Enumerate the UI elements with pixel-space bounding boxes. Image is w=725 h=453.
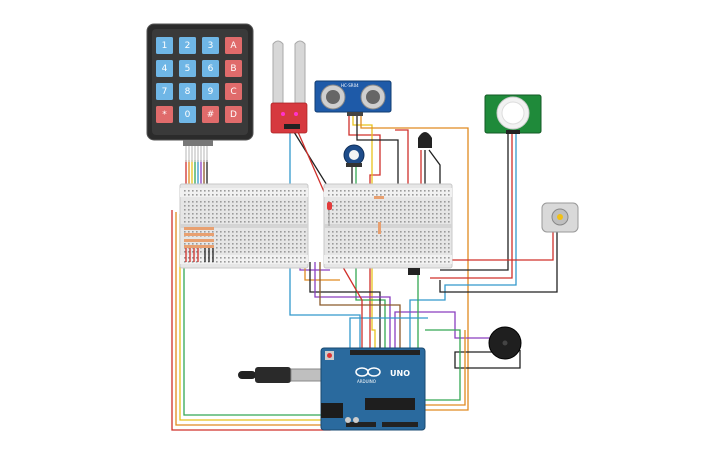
breadboard-right (323, 183, 453, 275)
keypad-key: 7 (156, 83, 173, 100)
soil-moisture-sensor (270, 40, 308, 134)
wire (314, 262, 391, 350)
keypad-key: B (225, 60, 242, 77)
arduino-logo (355, 367, 381, 377)
wire (439, 232, 558, 293)
keypad-key-label: 2 (185, 41, 191, 51)
keypad-key-label: C (230, 87, 236, 97)
wire (420, 329, 461, 401)
temperature-sensor (418, 132, 432, 148)
dc-motor (541, 202, 579, 233)
wire (339, 261, 363, 350)
keypad-key-label: D (230, 110, 237, 120)
keypad-key-label: 5 (185, 64, 191, 74)
wire (435, 232, 554, 261)
resistor (374, 196, 384, 199)
keypad: 1 2 3 A 4 5 6 B 7 8 9 C * 0 # D (146, 23, 254, 162)
keypad-key-label: 3 (208, 41, 214, 51)
keypad-key-label: 0 (185, 110, 191, 120)
arduino-model: UNO (390, 369, 410, 378)
keypad-key-label: # (207, 110, 215, 120)
wire (430, 133, 513, 279)
keypad-key-label: 6 (208, 64, 214, 74)
led (327, 202, 332, 226)
keypad-key: 9 (202, 83, 219, 100)
keypad-key: 4 (156, 60, 173, 77)
keypad-key-label: 4 (162, 64, 168, 74)
ultrasonic-sensor: HC-SR04 (314, 80, 392, 116)
keypad-key: 2 (179, 37, 196, 54)
keypad-key: 8 (179, 83, 196, 100)
wire (360, 112, 469, 411)
wire (319, 262, 401, 350)
resistor (378, 222, 381, 234)
keypad-key-label: 8 (185, 87, 191, 97)
keypad-key-label: 9 (208, 87, 214, 97)
wire (349, 317, 428, 350)
keypad-key: 6 (202, 60, 219, 77)
piezo-buzzer (488, 326, 522, 360)
keypad-key: 0 (179, 106, 196, 123)
wire (394, 311, 492, 350)
wire (454, 350, 521, 369)
transistor (408, 268, 420, 275)
keypad-connector (183, 140, 213, 146)
keypad-key: A (225, 37, 242, 54)
wire (309, 262, 381, 350)
potentiometer (343, 144, 365, 167)
keypad-key: 1 (156, 37, 173, 54)
keypad-key-label: A (230, 41, 237, 51)
wire (440, 133, 509, 271)
arduino-brand: ARDUINO (357, 379, 376, 384)
wire (418, 330, 466, 406)
pir-sensor (484, 94, 542, 134)
resistors (184, 227, 214, 248)
keypad-key-label: 7 (162, 87, 168, 97)
keypad-key-label: 1 (162, 41, 168, 51)
keypad-key: # (202, 106, 219, 123)
ultrasonic-label: HC-SR04 (341, 83, 359, 88)
breadboard-left (179, 183, 309, 269)
arduino-uno: ARDUINO UNO (320, 347, 426, 431)
keypad-key: C (225, 83, 242, 100)
keypad-pins (185, 146, 208, 162)
keypad-key: D (225, 106, 242, 123)
keypad-key-label: * (162, 110, 167, 120)
usb-cable (238, 367, 324, 383)
keypad-key-label: B (230, 64, 236, 74)
keypad-key: 3 (202, 37, 219, 54)
keypad-key: * (156, 106, 173, 123)
keypad-key: 5 (179, 60, 196, 77)
